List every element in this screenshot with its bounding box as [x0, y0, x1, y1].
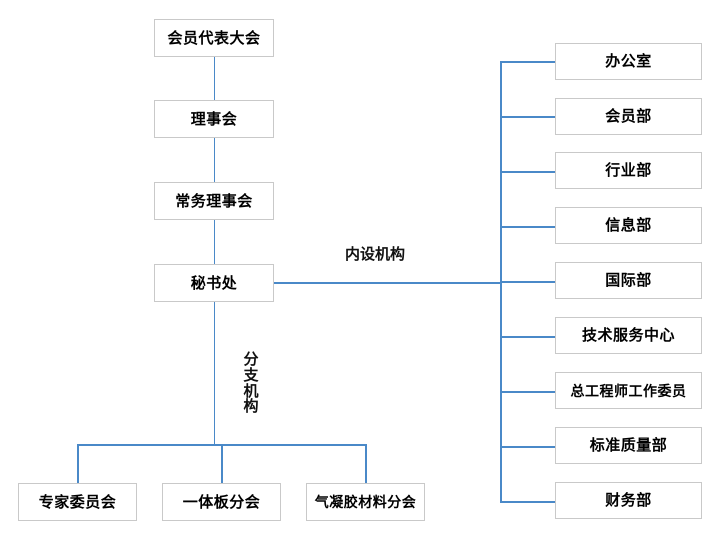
dept-international: 国际部: [555, 262, 702, 299]
connector-stub-dept-standard-quality: [500, 446, 555, 448]
connector-drop-branch-integrated-board: [221, 444, 223, 483]
dept-membership: 会员部: [555, 98, 702, 135]
connector-stub-dept-finance: [500, 501, 555, 503]
connector-secretariat-to-branch-bus: [213, 302, 215, 445]
connector-standing-to-secretariat: [213, 220, 215, 264]
dept-industry: 行业部: [555, 152, 702, 189]
node-council: 理事会: [154, 100, 274, 138]
group-label-branch: 分支机构: [243, 351, 259, 416]
dept-standard-quality: 标准质量部: [555, 427, 702, 464]
dept-information: 信息部: [555, 207, 702, 244]
node-member-congress: 会员代表大会: [154, 19, 274, 57]
node-secretariat: 秘书处: [154, 264, 274, 302]
dept-office: 办公室: [555, 43, 702, 80]
node-standing-council: 常务理事会: [154, 182, 274, 220]
dept-finance: 财务部: [555, 482, 702, 519]
connector-stub-dept-membership: [500, 116, 555, 118]
connector-stub-dept-international: [500, 281, 555, 283]
group-label-internal: 内设机构: [345, 246, 406, 263]
dept-chief-engineer-committee: 总工程师工作委员: [555, 372, 702, 409]
connector-congress-to-council: [213, 57, 215, 100]
connector-council-to-standing: [213, 138, 215, 182]
connector-drop-branch-aerogel-material: [365, 444, 367, 483]
connector-drop-branch-expert-committee: [77, 444, 79, 483]
connector-stub-dept-office: [500, 61, 555, 63]
connector-stub-dept-information: [500, 226, 555, 228]
connector-secretariat-to-internal-trunk: [274, 282, 501, 284]
branch-integrated-board: 一体板分会: [162, 483, 281, 521]
connector-stub-dept-tech-service-center: [500, 336, 555, 338]
connector-stub-dept-industry: [500, 171, 555, 173]
branch-expert-committee: 专家委员会: [18, 483, 137, 521]
dept-tech-service-center: 技术服务中心: [555, 317, 702, 354]
branch-aerogel-material: 气凝胶材料分会: [306, 483, 425, 521]
connector-stub-dept-chief-engineer-committee: [500, 391, 555, 393]
